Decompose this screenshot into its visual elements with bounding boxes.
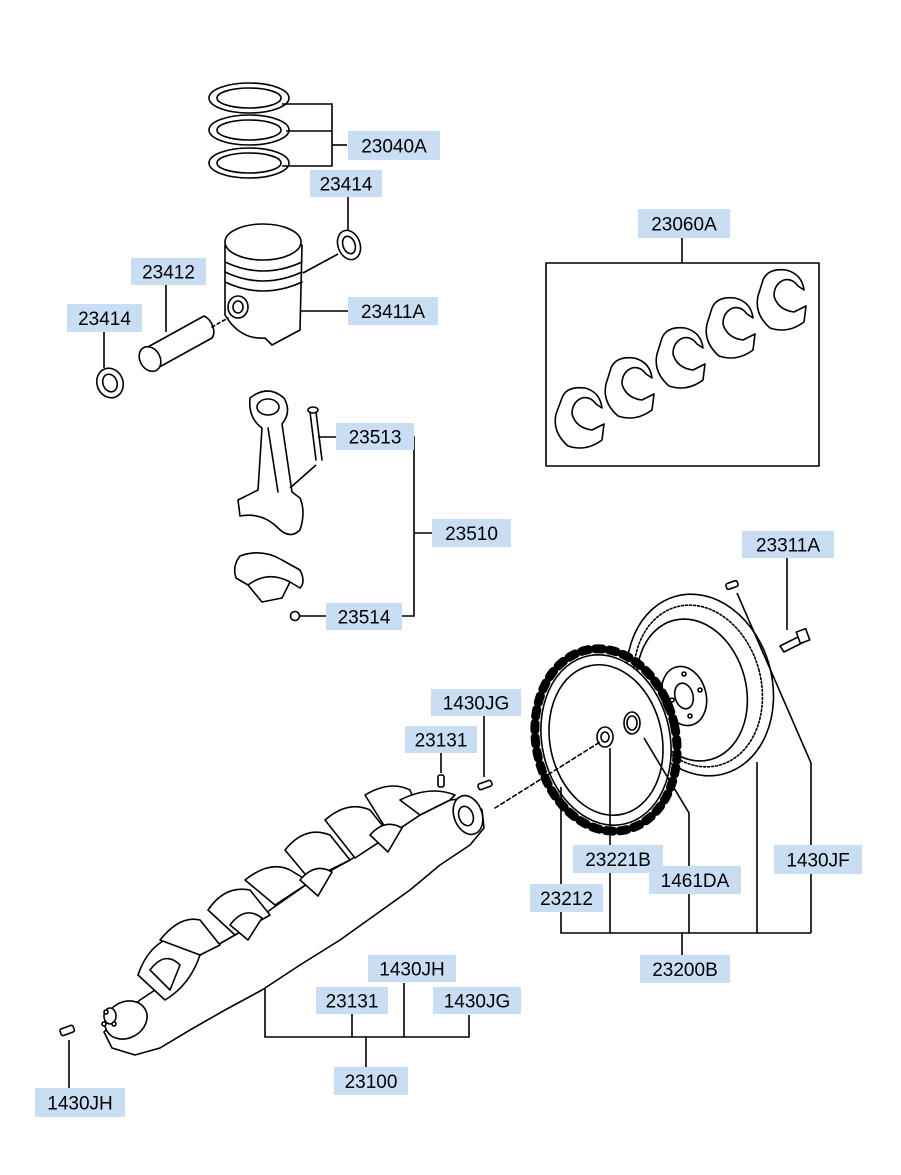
part-label-bearings: 23060A bbox=[638, 209, 730, 238]
label-text: 1430JG bbox=[444, 992, 511, 1013]
label-box bbox=[649, 866, 741, 894]
part-label-bush: 23221B bbox=[573, 845, 663, 873]
part-label-rod-bolt: 23513 bbox=[336, 423, 414, 450]
label-text: 23412 bbox=[142, 263, 195, 284]
label-text: 1430JF bbox=[786, 851, 849, 872]
label-text: 23131 bbox=[415, 731, 468, 752]
part-label-ring-gear: 1461DA bbox=[649, 866, 741, 894]
label-box bbox=[405, 726, 477, 753]
label-text: 23513 bbox=[349, 428, 402, 449]
label-box bbox=[131, 258, 206, 285]
part-label-key-mid: 23131 bbox=[316, 987, 388, 1014]
label-box bbox=[348, 131, 440, 160]
label-box bbox=[310, 170, 382, 197]
label-box bbox=[326, 603, 402, 630]
label-text: 23200B bbox=[652, 960, 718, 981]
label-text: 23100 bbox=[345, 1072, 398, 1093]
label-box bbox=[530, 884, 603, 912]
main-bearings bbox=[545, 262, 820, 467]
label-box bbox=[316, 987, 388, 1014]
label-box bbox=[432, 519, 511, 547]
part-label-fly-assy: 23200B bbox=[640, 955, 730, 983]
part-label-pin-jh-bot: 1430JH bbox=[35, 1088, 125, 1117]
part-label-rings: 23040A bbox=[348, 131, 440, 160]
label-box bbox=[742, 531, 834, 558]
leader-lines bbox=[68, 103, 812, 1088]
label-box bbox=[640, 955, 730, 983]
piston bbox=[224, 223, 303, 346]
label-text: 1430JG bbox=[443, 694, 510, 715]
part-label-pin-jh-mid: 1430JH bbox=[368, 955, 456, 982]
part-label-crank-assy: 23100 bbox=[334, 1067, 408, 1095]
label-text: 23411A bbox=[361, 302, 425, 323]
label-text: 23311A bbox=[756, 536, 820, 557]
part-label-rod-nut: 23514 bbox=[326, 603, 402, 630]
drive-plate bbox=[530, 644, 682, 836]
part-label-snapring-a: 23414 bbox=[310, 170, 382, 197]
part-label-pin: 23412 bbox=[131, 258, 206, 285]
label-text: 23414 bbox=[78, 309, 131, 330]
label-text: 23212 bbox=[540, 889, 593, 910]
piston-pin bbox=[138, 315, 229, 373]
part-label-rod-assy: 23510 bbox=[432, 519, 511, 547]
label-box bbox=[573, 845, 663, 873]
label-text: 23510 bbox=[445, 524, 498, 545]
part-label-pin-jg-top: 1430JG bbox=[431, 689, 521, 716]
part-label-gear-plate: 23212 bbox=[530, 884, 603, 912]
label-box bbox=[774, 845, 862, 874]
part-labels: 23040A 23414 23412 23414 23411A 23060A 23513 23… bbox=[35, 131, 862, 1117]
part-label-snapring-b: 23414 bbox=[67, 304, 142, 332]
label-text: 1430JH bbox=[47, 1094, 113, 1115]
label-text: 23414 bbox=[320, 175, 373, 196]
piston-rings bbox=[208, 82, 290, 179]
label-box bbox=[368, 955, 456, 982]
crankshaft bbox=[59, 741, 601, 1056]
label-box bbox=[35, 1088, 125, 1117]
connecting-rod bbox=[233, 390, 323, 622]
label-text: 1461DA bbox=[661, 871, 730, 892]
label-box bbox=[348, 297, 438, 325]
label-text: 1430JH bbox=[379, 960, 445, 981]
label-box bbox=[67, 304, 142, 332]
part-label-piston: 23411A bbox=[348, 297, 438, 325]
part-drawings bbox=[59, 82, 820, 1056]
label-text: 23514 bbox=[338, 608, 391, 629]
part-label-fly-bolt: 23311A bbox=[742, 531, 834, 558]
label-text: 23131 bbox=[326, 992, 379, 1013]
part-label-pin-jg-mid: 1430JG bbox=[433, 987, 521, 1014]
label-box bbox=[433, 987, 521, 1014]
part-label-key-top: 23131 bbox=[405, 726, 477, 753]
snap-rings bbox=[95, 229, 362, 399]
part-label-pin-jf: 1430JF bbox=[774, 845, 862, 874]
label-box bbox=[431, 689, 521, 716]
label-box bbox=[334, 1067, 408, 1095]
label-text: 23221B bbox=[585, 850, 651, 871]
label-box bbox=[336, 423, 414, 450]
label-text: 23040A bbox=[361, 137, 427, 158]
label-text: 23060A bbox=[651, 215, 717, 236]
label-box bbox=[638, 209, 730, 238]
